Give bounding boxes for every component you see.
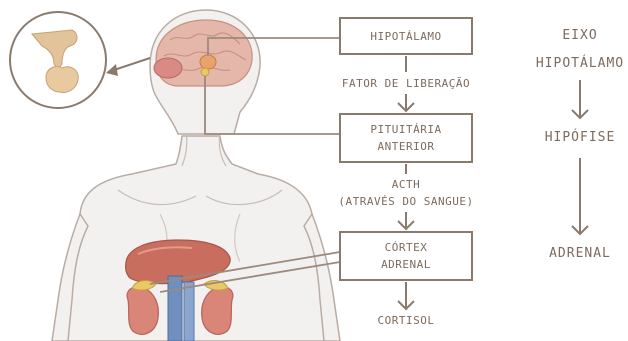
hypothalamus-highlight [200, 55, 216, 69]
box-pituitary-label-line2: ANTERIOR [340, 139, 472, 154]
pituitary-inset-gland [46, 66, 78, 92]
cerebellum [154, 58, 182, 78]
acth-label: ACTH [340, 178, 472, 192]
box-adrenal-label-line2: ADRENAL [340, 257, 472, 272]
cortisol-label: CORTISOL [340, 314, 472, 328]
axis-step-pituitary: HIPÓFISE [520, 130, 628, 146]
box-pituitary-label-line1: PITUITÁRIA [340, 122, 472, 137]
inset-arrow-head [106, 64, 118, 76]
pituitary-dot [201, 68, 209, 76]
aorta [168, 276, 182, 341]
axis-title-line2: HIPOTÁLAMO [520, 56, 628, 72]
box-hypothalamus-label: HIPOTÁLAMO [340, 29, 472, 44]
release-factor-label: FATOR DE LIBERAÇÃO [336, 77, 476, 91]
via-blood-label: (ATRAVÉS DO SANGUE) [324, 195, 488, 209]
vena-cava [184, 282, 194, 341]
axis-step-adrenal: ADRENAL [520, 246, 628, 262]
axis-title-line1: EIXO [520, 28, 628, 44]
human-body-silhouette [66, 136, 330, 341]
box-adrenal-label-line1: CÓRTEX [340, 240, 472, 255]
